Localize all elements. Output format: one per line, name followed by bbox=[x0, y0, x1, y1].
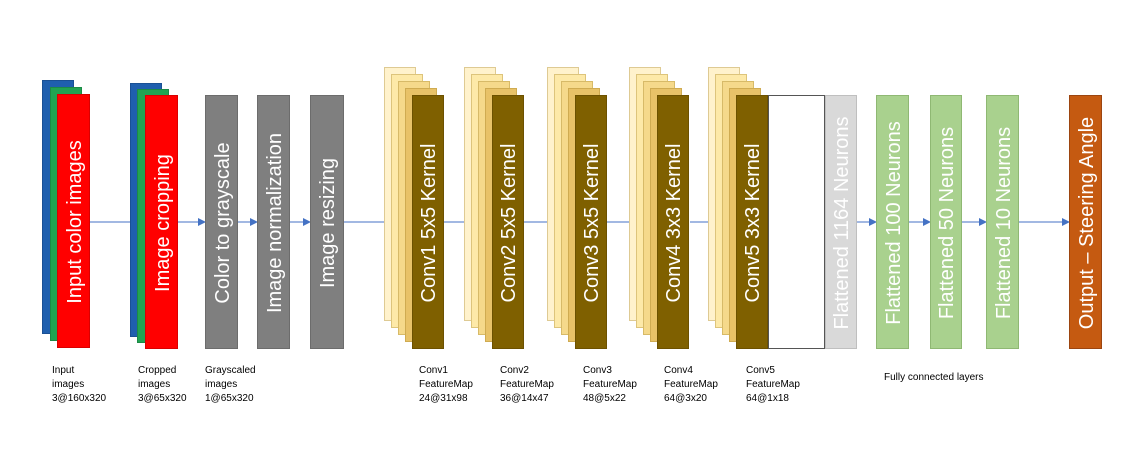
output-block-label: Output – Steering Angle bbox=[1075, 116, 1098, 330]
fc-50-block-label: Flattened 50 Neurons bbox=[936, 126, 958, 320]
input-channel-red: Input color images bbox=[57, 94, 90, 348]
fc-100-block: Flattened 100 Neurons bbox=[876, 95, 909, 349]
conv5-block: Conv5 3x3 Kernel bbox=[736, 95, 768, 349]
caption-input: Input images 3@160x320 bbox=[52, 365, 107, 404]
caption-gray: Grayscaled images 1@65x320 bbox=[205, 365, 256, 404]
caption-conv2: Conv2 FeatureMap 36@14x47 bbox=[500, 365, 554, 404]
fc-10-block-label: Flattened 10 Neurons bbox=[992, 126, 1015, 320]
flattened-1164-block: Flattened 1164 Neurons bbox=[825, 95, 857, 349]
conv1-block-label: Conv1 5x5 Kernel bbox=[418, 143, 440, 303]
caption-conv4: Conv4 FeatureMap 64@3x20 bbox=[664, 365, 718, 404]
flattened-1164-block-label: Flattened 1164 Neurons bbox=[831, 116, 853, 330]
conv3-block: Conv3 5x5 Kernel bbox=[575, 95, 607, 349]
conv5-block-label: Conv5 3x3 Kernel bbox=[742, 143, 764, 303]
output-block: Output – Steering Angle bbox=[1069, 95, 1102, 349]
conv4-block: Conv4 3x3 Kernel bbox=[657, 95, 689, 349]
conv3-block-label: Conv3 5x5 Kernel bbox=[581, 143, 603, 303]
fc-50-block: Flattened 50 Neurons bbox=[930, 95, 962, 349]
conv1-block: Conv1 5x5 Kernel bbox=[412, 95, 444, 349]
grayscale-block: Color to grayscale bbox=[205, 95, 238, 349]
normalization-block-label: Image normalization bbox=[263, 132, 286, 314]
fc-10-block: Flattened 10 Neurons bbox=[986, 95, 1019, 349]
fc-100-block-label: Flattened 100 Neurons bbox=[882, 121, 905, 325]
crop-channel-red: Image cropping bbox=[145, 95, 178, 349]
conv4-block-label: Conv4 3x3 Kernel bbox=[663, 143, 685, 303]
normalization-block: Image normalization bbox=[257, 95, 290, 349]
input-channel-red-label: Input color images bbox=[63, 140, 86, 304]
caption-conv1: Conv1 FeatureMap 24@31x98 bbox=[419, 365, 473, 404]
caption-conv5: Conv5 FeatureMap 64@1x18 bbox=[746, 365, 800, 404]
caption-crop: Cropped images 3@65x320 bbox=[138, 365, 187, 404]
resize-block-label: Image resizing bbox=[317, 157, 339, 289]
conv2-block-label: Conv2 5x5 Kernel bbox=[498, 143, 520, 303]
caption-conv3: Conv3 FeatureMap 48@5x22 bbox=[583, 365, 637, 404]
conv2-block: Conv2 5x5 Kernel bbox=[492, 95, 524, 349]
resize-block: Image resizing bbox=[310, 95, 344, 349]
grayscale-block-label: Color to grayscale bbox=[211, 142, 234, 304]
crop-channel-red-label: Image cropping bbox=[151, 154, 174, 292]
conv5-frame bbox=[768, 95, 825, 349]
caption-fully-connected: Fully connected layers bbox=[884, 372, 984, 383]
